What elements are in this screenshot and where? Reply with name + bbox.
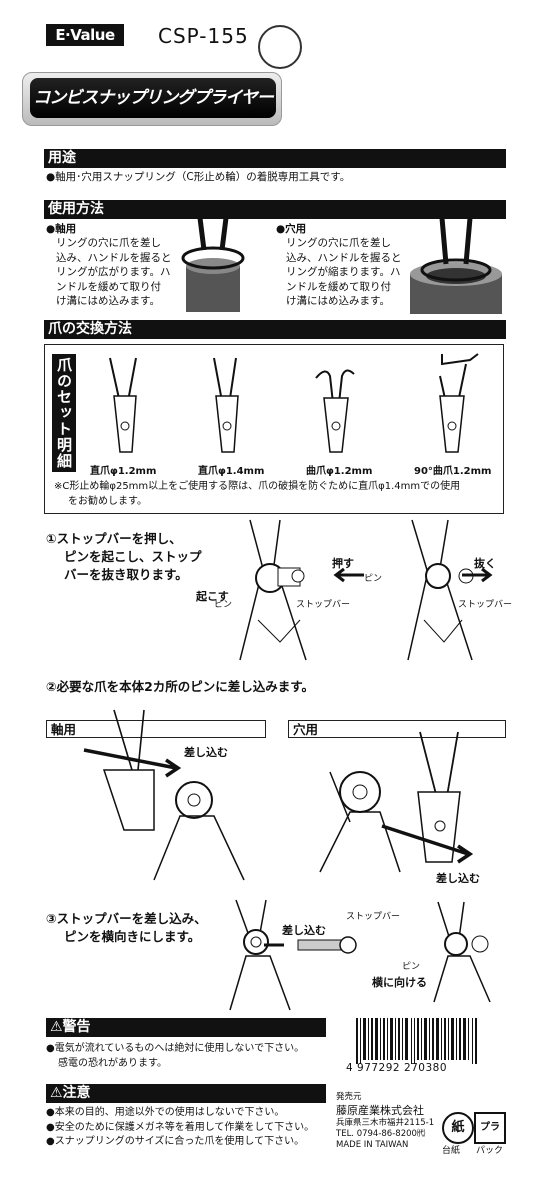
jaw-note-line: をお勧めします。: [68, 495, 147, 507]
step2-shaft-header: 軸用: [46, 720, 266, 738]
push-label: 押す: [332, 557, 354, 570]
turn-label: 横に向ける: [372, 976, 427, 989]
step1-line: バーを抜き取ります。: [64, 567, 188, 582]
pull-arrow-icon: [462, 567, 493, 583]
pin-label: ピン: [214, 600, 233, 610]
caution-heading: ⚠注意: [46, 1084, 326, 1103]
stopbar-label: ストップバー: [458, 600, 513, 610]
step1-right-illustration: [407, 519, 474, 661]
origin-text: MADE IN TAIWAN: [336, 1140, 409, 1150]
barcode-number: 4 977292 270380: [346, 1062, 448, 1074]
warning-text: ●電気が流れているものへは絶対に使用しないで下さい。 感電の恐れがあります。: [46, 1042, 304, 1071]
hole-title: ●穴用: [276, 223, 307, 235]
paper-recycle-icon: 紙: [442, 1112, 474, 1144]
jaw-note-line: ※C形止め輪φ25mm以上をご使用する際は、爪の破損を防ぐために直爪φ1.4mm…: [54, 481, 461, 492]
insert-label: 差し込む: [282, 924, 326, 937]
step3-instructions: ③ストップバーを差し込み、 ピンを横向きにします。: [46, 910, 207, 946]
step1-left-illustration: [239, 519, 307, 661]
brand-logo: E·Value: [46, 24, 124, 46]
step3-stopbar-illustration: [264, 936, 357, 954]
jaw-label: 90°曲爪1.2mm: [414, 466, 492, 477]
howto-heading: 使用方法: [44, 200, 506, 219]
jaw-set-box: [44, 344, 504, 514]
hole-ring-illustration: [410, 217, 502, 314]
step2-instruction: ②必要な爪を本体2カ所のピンに差し込みます。: [46, 679, 315, 694]
model-number: CSP-155: [158, 24, 249, 48]
shaft-line: リングが広がります。ハ: [56, 266, 171, 278]
company-tel: TEL. 0794-86-8200㈹: [336, 1129, 426, 1139]
step3-right-illustration: [433, 901, 491, 1003]
hole-line: 込み、ハンドルを握ると: [286, 251, 402, 264]
insert-label: 差し込む: [436, 872, 480, 885]
raise-label: 起こす: [196, 590, 229, 603]
hole-line: リングの穴に爪を差し: [286, 237, 391, 249]
usage-heading: 用途: [44, 149, 506, 168]
jaw-straight-12-illustration: [109, 357, 137, 453]
shaft-line: け溝にはめ込みます。: [56, 295, 160, 307]
step3-line: ③ストップバーを差し込み、: [46, 911, 207, 926]
warning-line: ●電気が流れているものへは絶対に使用しないで下さい。: [46, 1043, 305, 1054]
caution-line: ●本来の目的、用途以外での使用はしないで下さい。: [46, 1107, 285, 1118]
shaft-ring-illustration: [181, 217, 245, 312]
jaw-change-heading: 爪の交換方法: [44, 320, 506, 339]
insert-arrow-icon: [381, 824, 474, 864]
warning-heading: ⚠警告: [46, 1018, 326, 1037]
jaw-bent-12-illustration: [315, 369, 355, 453]
barcode-bars: [356, 1018, 477, 1064]
insert-arrow-icon: [83, 748, 182, 778]
stopbar-label: ストップバー: [346, 912, 401, 922]
shaft-description: リングの穴に爪を差し 込み、ハンドルを握ると リングが広がります。ハ ンドルを緩…: [56, 236, 172, 309]
company-name: 藤原産業株式会社: [336, 1104, 424, 1117]
step3-line: ピンを横向きにします。: [64, 929, 201, 944]
jaw-set-label: 爪のセット明細: [52, 354, 76, 472]
insert-label: 差し込む: [184, 746, 228, 759]
jaw-label: 直爪φ1.4mm: [198, 466, 265, 477]
pin-label: ピン: [364, 574, 383, 584]
push-arrow-icon: [333, 567, 364, 583]
pin-label: ピン: [402, 962, 421, 972]
plastic-recycle-icon: プラ: [474, 1112, 506, 1144]
hole-description: リングの穴に爪を差し 込み、ハンドルを握ると リングが縮まります。ハ ンドルを緩…: [286, 236, 402, 309]
caution-line: ●スナップリングのサイズに合った爪を使用して下さい。: [46, 1136, 305, 1147]
jaw-note: ※C形止め輪φ25mm以上をご使用する際は、爪の破損を防ぐために直爪φ1.4mm…: [54, 480, 460, 509]
hole-line: ンドルを緩めて取り付: [286, 280, 391, 293]
step2-hole-illustration: [319, 731, 461, 873]
paper-label: 台紙: [442, 1146, 461, 1156]
jaw-label: 曲爪φ1.2mm: [306, 466, 373, 477]
company-label: 発売元: [336, 1092, 362, 1102]
jaw-straight-14-illustration: [213, 357, 239, 453]
company-block: 発売元 藤原産業株式会社 兵庫県三木市福井2115-1 TEL. 0794-86…: [336, 1092, 434, 1151]
shaft-line: 込み、ハンドルを握ると: [56, 251, 172, 264]
shaft-title: ●軸用: [46, 223, 77, 235]
step2-hole-header: 穴用: [288, 720, 506, 738]
company-address: 兵庫県三木市福井2115-1: [336, 1118, 435, 1128]
usage-text: ●軸用･穴用スナップリング（C形止め輪）の着脱専用工具です。: [46, 171, 351, 183]
stopbar-label: ストップバー: [296, 600, 351, 610]
product-title: コンビスナップリングプライヤー: [30, 78, 276, 118]
caution-line: ●安全のために保護メガネ等を着用して作業をして下さい。: [46, 1121, 315, 1133]
warning-line: 感電の恐れがあります。: [58, 1057, 167, 1069]
shaft-line: リングの穴に爪を差し: [56, 237, 161, 249]
caution-text: ●本来の目的、用途以外での使用はしないで下さい。 ●安全のために保護メガネ等を着…: [46, 1106, 314, 1150]
shaft-line: ンドルを緩めて取り付: [56, 280, 161, 293]
step2-shaft-illustration: [102, 709, 245, 881]
hole-line: け溝にはめ込みます。: [286, 295, 390, 307]
step1-line: ①ストップバーを押し、: [46, 531, 182, 546]
jaw-90-bent-12-illustration: [439, 353, 479, 453]
hole-line: リングが縮まります。ハ: [286, 266, 401, 278]
step1-instructions: ①ストップバーを押し、 ピンを起こし、ストップ バーを抜き取ります。: [46, 530, 202, 584]
jaw-label: 直爪φ1.2mm: [90, 466, 157, 477]
pull-label: 抜く: [474, 557, 496, 570]
hang-hole: [258, 25, 302, 69]
step1-line: ピンを起こし、ストップ: [64, 549, 202, 564]
step3-left-illustration: [229, 899, 291, 1011]
plastic-label: パック: [476, 1146, 504, 1156]
